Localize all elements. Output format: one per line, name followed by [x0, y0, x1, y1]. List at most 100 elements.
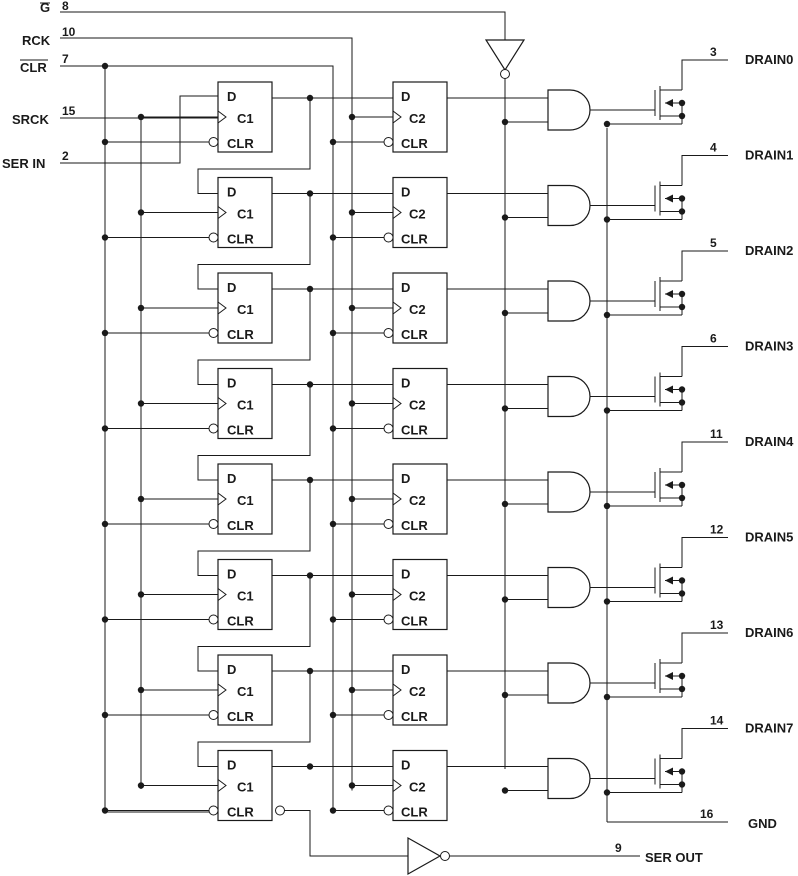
junction-dot: [329, 138, 337, 146]
rck-pin: 10: [62, 25, 76, 39]
junction-dot: [678, 386, 686, 393]
mosfet-arrow-icon: [665, 672, 673, 680]
mosfet-arrow-icon: [665, 194, 673, 203]
junction-dot: [329, 234, 337, 241]
sr-clear-label: CLR: [227, 327, 254, 342]
st-clear-label: CLR: [401, 232, 428, 247]
mosfet-arrow-icon: [665, 481, 673, 489]
gnd-pin: 16: [700, 807, 714, 821]
ser-in-label: SER IN: [2, 156, 45, 171]
junction-dot: [678, 494, 686, 502]
st-d-label: D: [401, 89, 410, 104]
st-clear-label: CLR: [401, 327, 428, 342]
storage-register-ff: [392, 81, 448, 153]
components: [101, 39, 686, 876]
g-buffer-icon: [484, 39, 526, 72]
sr-clear-label: CLR: [227, 232, 254, 247]
drain-name: DRAIN0: [745, 52, 793, 67]
junction-dot: [348, 686, 356, 694]
clock-edge-icon: [217, 301, 227, 315]
junction-dot: [101, 425, 109, 432]
junction-dot: [678, 781, 686, 788]
inversion-bubble: [500, 69, 510, 79]
and-gate: [547, 566, 591, 609]
junction-dot: [678, 303, 686, 311]
junction-dot: [348, 495, 356, 503]
clock-edge-icon: [217, 206, 227, 219]
gnd-label: GND: [748, 816, 777, 831]
sr-d-label: D: [227, 89, 236, 104]
ser-in-line: [60, 95, 218, 164]
junction-dot: [306, 572, 314, 579]
st-clock-label: C2: [409, 207, 426, 222]
junction-dot: [678, 590, 686, 597]
mosfet-arrow-icon: [665, 385, 673, 394]
sr-clock-label: C1: [237, 684, 254, 699]
inversion-bubble: [383, 614, 394, 625]
junction-dot: [348, 113, 356, 121]
st-clock-label: C2: [409, 684, 426, 699]
junction-dot: [678, 290, 686, 298]
junction-dot: [137, 591, 145, 598]
junction-dot: [348, 591, 356, 598]
drain-pin-number: 12: [710, 523, 724, 537]
junction-dot: [348, 304, 356, 312]
mosfet-arrow-icon: [665, 576, 673, 585]
sr-d-label: D: [227, 662, 236, 677]
st-d-label: D: [401, 758, 410, 773]
junction-dot: [603, 407, 611, 414]
junction-dot: [501, 500, 509, 508]
junction-dot: [101, 807, 109, 814]
inversion-bubble: [383, 423, 394, 434]
shift-register-ff: [217, 81, 273, 153]
junction-dot: [603, 502, 611, 510]
st-clear-label: CLR: [401, 709, 428, 724]
junction-dot: [101, 234, 109, 241]
and-gate: [547, 471, 591, 513]
and-gate: [547, 184, 591, 227]
sr-d-label: D: [227, 758, 236, 773]
and-gate: [547, 280, 591, 322]
st-clock-label: C2: [409, 111, 426, 126]
sr-d-label: D: [227, 567, 236, 582]
junction-dot: [329, 616, 337, 623]
clock-edge-icon: [392, 301, 402, 315]
drain-output-line: [681, 728, 728, 759]
st-clock-label: C2: [409, 493, 426, 508]
clock-edge-icon: [217, 779, 227, 792]
clock-edge-icon: [217, 397, 227, 410]
clr-pin: 7: [62, 52, 69, 66]
shift-register-ff: [217, 463, 273, 535]
drain-pin-number: 13: [710, 618, 724, 632]
storage-register-ff: [392, 463, 448, 535]
sr-clock-label: C1: [237, 589, 254, 604]
junction-dot: [501, 787, 509, 794]
sr-clear-label: CLR: [227, 518, 254, 533]
junction-dot: [603, 216, 611, 223]
junction-dot: [137, 686, 145, 694]
inversion-bubble: [208, 423, 219, 434]
junction-dot: [678, 208, 686, 215]
g-label: G: [40, 0, 50, 15]
inversion-bubble: [383, 710, 394, 720]
drain-output-line: [681, 346, 728, 377]
junction-dot: [306, 476, 314, 484]
sr-d-label: D: [227, 376, 236, 391]
inversion-bubble: [208, 614, 219, 625]
clock-edge-icon: [392, 492, 402, 506]
drain-pin-number: 5: [710, 236, 717, 250]
ser-out-path: [284, 810, 408, 857]
st-clear-label: CLR: [401, 136, 428, 151]
clock-edge-icon: [217, 492, 227, 506]
junction-dot: [306, 190, 314, 197]
storage-register-ff: [392, 558, 448, 631]
sr-d-label: D: [227, 185, 236, 200]
st-clear-label: CLR: [401, 805, 428, 820]
and-gate: [547, 375, 591, 418]
ser-out-label: SER OUT: [645, 850, 703, 865]
cascade-line: [197, 193, 311, 290]
junction-dot: [678, 577, 686, 584]
ser-out-pin: 9: [615, 841, 622, 855]
sr-clear-label: CLR: [227, 136, 254, 151]
